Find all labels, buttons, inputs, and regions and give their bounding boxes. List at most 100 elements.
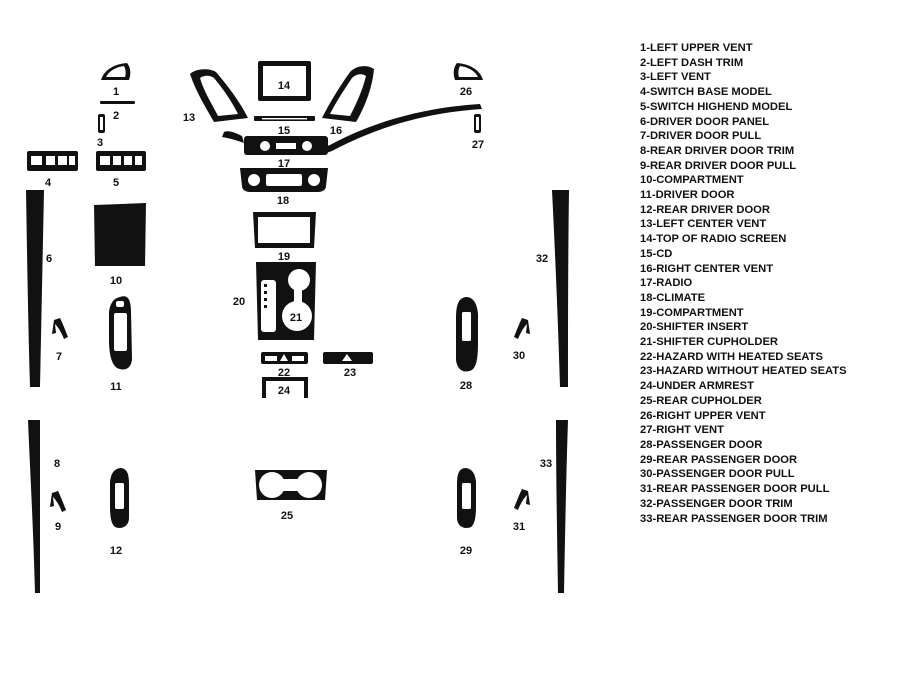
part-24-under-armrest <box>262 377 308 398</box>
part-7-driver-door-pull <box>52 318 68 339</box>
part-16-right-center-vent <box>322 66 374 122</box>
legend-item: 1-LEFT UPPER VENT <box>640 42 753 54</box>
part-11-driver-door <box>109 296 132 370</box>
part-12-rear-driver-door <box>110 468 129 528</box>
legend-item: 32-PASSENGER DOOR TRIM <box>640 497 793 510</box>
part-label-33: 33 <box>540 458 552 470</box>
part-22-hazard-with-heated-seats <box>261 352 308 364</box>
legend-item: 17-RADIO <box>640 277 693 290</box>
part-14-top-of-radio-screen <box>258 61 311 101</box>
part-label-15: 15 <box>278 125 290 137</box>
part-label-6: 6 <box>46 253 52 265</box>
legend-item: 18-CLIMATE <box>640 291 706 304</box>
legend-item: 13-LEFT CENTER VENT <box>640 218 767 231</box>
part-label-30: 30 <box>513 350 525 362</box>
part-label-2: 2 <box>113 110 119 122</box>
part-27-right-vent <box>474 114 481 133</box>
legend-item: 26-RIGHT UPPER VENT <box>640 409 766 422</box>
part-9-rear-driver-door-pull <box>50 491 66 512</box>
parts-legend: 1-LEFT UPPER VENT 2-LEFT DASH TRIM 3-LEF… <box>640 41 847 526</box>
legend-item: 31-REAR PASSENGER DOOR PULL <box>640 483 830 496</box>
part-15-cd <box>254 116 315 121</box>
part-label-8: 8 <box>54 458 60 470</box>
part-label-23: 23 <box>344 367 356 379</box>
legend-item: 25-REAR CUPHOLDER <box>640 394 762 407</box>
part-label-7: 7 <box>56 351 62 363</box>
part-8-rear-driver-door-trim <box>28 420 40 593</box>
legend-item: 28-PASSENGER DOOR <box>640 438 763 451</box>
part-label-16: 16 <box>330 125 342 137</box>
part-label-27: 27 <box>472 139 484 151</box>
part-33-rear-passenger-door-trim <box>556 420 568 593</box>
part-5-switch-highend-model <box>96 151 146 171</box>
legend-item: 10-COMPARTMENT <box>640 174 744 187</box>
part-label-9: 9 <box>55 521 61 533</box>
part-label-5: 5 <box>113 177 119 189</box>
part-label-31: 31 <box>513 521 525 533</box>
part-10-compartment <box>94 203 146 266</box>
legend-item: 24-UNDER ARMREST <box>640 380 754 393</box>
legend-item: 15-CD <box>640 247 673 260</box>
part-label-12: 12 <box>110 545 122 557</box>
part-2-left-dash-trim <box>100 101 135 104</box>
part-4-switch-base-model <box>27 151 78 171</box>
legend-item: 9-REAR DRIVER DOOR PULL <box>640 159 797 172</box>
part-label-1: 1 <box>113 86 119 98</box>
part-25-rear-cupholder <box>255 470 327 500</box>
part-label-28: 28 <box>460 380 472 392</box>
part-label-3: 3 <box>97 137 103 149</box>
part-label-10: 10 <box>110 275 122 287</box>
part-3-left-vent <box>98 114 105 133</box>
part-label-22: 22 <box>278 367 290 379</box>
legend-item: 4-SWITCH BASE MODEL <box>640 86 772 99</box>
part-label-32: 32 <box>536 253 548 265</box>
legend-item: 23-HAZARD WITHOUT HEATED SEATS <box>640 365 847 378</box>
part-29-rear-passenger-door <box>457 468 476 528</box>
part-30-passenger-door-pull <box>514 318 530 339</box>
part-label-20: 20 <box>233 296 245 308</box>
part-31-rear-passenger-door-pull <box>514 489 530 510</box>
legend-item: 30-PASSENGER DOOR PULL <box>640 468 795 481</box>
legend-item: 16-RIGHT CENTER VENT <box>640 262 774 275</box>
legend-item: 5-SWITCH HIGHEND MODEL <box>640 100 793 113</box>
part-label-17: 17 <box>278 158 290 170</box>
legend-item: 27-RIGHT VENT <box>640 424 724 437</box>
part-label-18: 18 <box>277 195 289 207</box>
part-32-passenger-door-trim <box>552 190 569 387</box>
part-label-19: 19 <box>278 251 290 263</box>
legend-item: 19-COMPARTMENT <box>640 306 744 319</box>
part-6-driver-door-panel <box>26 190 44 387</box>
part-label-29: 29 <box>460 545 472 557</box>
legend-item: 33-REAR PASSENGER DOOR TRIM <box>640 512 828 525</box>
part-23-hazard-without-heated-seats <box>323 352 373 364</box>
legend-item: 2-LEFT DASH TRIM <box>640 56 744 69</box>
legend-item: 6-DRIVER DOOR PANEL <box>640 115 770 128</box>
part-26-right-upper-vent <box>453 63 483 80</box>
legend-item: 14-TOP OF RADIO SCREEN <box>640 233 787 246</box>
part-13-left-center-vent <box>190 69 248 122</box>
legend-item: 8-REAR DRIVER DOOR TRIM <box>640 144 795 157</box>
legend-item: 20-SHIFTER INSERT <box>640 321 749 334</box>
part-label-14: 14 <box>278 80 291 92</box>
part-label-26: 26 <box>460 86 472 98</box>
part-label-4: 4 <box>45 177 52 189</box>
legend-item: 21-SHIFTER CUPHOLDER <box>640 336 779 349</box>
legend-item: 7-DRIVER DOOR PULL <box>640 130 762 143</box>
legend-item: 3-LEFT VENT <box>640 71 711 84</box>
legend-item: 29-REAR PASSENGER DOOR <box>640 453 798 466</box>
part-1-left-upper-vent <box>101 63 131 80</box>
legend-item: 12-REAR DRIVER DOOR <box>640 203 770 216</box>
legend-item: 22-HAZARD WITH HEATED SEATS <box>640 350 823 363</box>
part-label-24: 24 <box>278 385 291 397</box>
part-19-compartment <box>253 212 316 248</box>
part-18-climate <box>240 168 328 192</box>
part-label-25: 25 <box>281 510 293 522</box>
part-17-radio <box>222 104 482 155</box>
part-21-shifter-cupholder <box>282 269 312 331</box>
part-label-21: 21 <box>290 312 302 324</box>
legend-item: 11-DRIVER DOOR <box>640 189 735 202</box>
trim-parts-diagram: 1 2 3 4 5 6 10 7 11 8 9 <box>26 61 569 593</box>
part-28-passenger-door <box>456 297 478 372</box>
part-label-13: 13 <box>183 112 195 124</box>
part-label-11: 11 <box>110 381 122 393</box>
